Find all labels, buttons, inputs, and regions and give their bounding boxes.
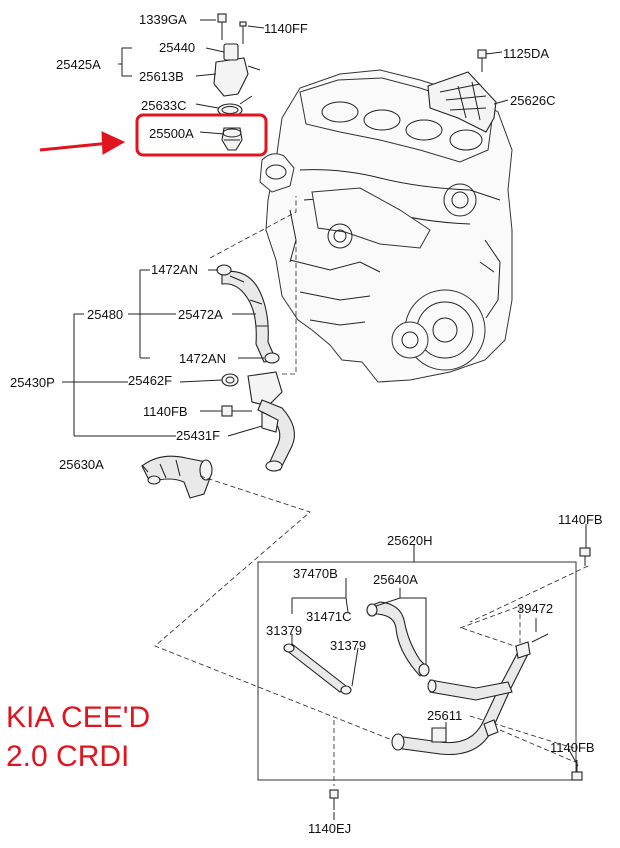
pipe-assembly-box — [257, 561, 577, 781]
part-labels: 1339GA 1140FF 25440 25425A 25613B 1125DA… — [10, 12, 603, 836]
label-25440: 25440 — [159, 40, 195, 55]
label-25425A: 25425A — [56, 57, 101, 72]
highlight-group — [39, 113, 268, 157]
label-1339GA: 1339GA — [139, 12, 187, 27]
label-1140FF: 1140FF — [264, 21, 308, 36]
vehicle-model-caption: KIA CEE'D — [6, 701, 150, 734]
label-1140FB-bottom-right: 1140FB — [550, 740, 595, 755]
connection-lines — [154, 196, 589, 786]
label-25472A: 25472A — [178, 307, 223, 322]
bracket-25626C — [427, 49, 497, 133]
label-25640A: 25640A — [373, 572, 418, 587]
label-25431F: 25431F — [176, 428, 220, 443]
label-31379-right: 31379 — [330, 638, 366, 653]
label-1125DA: 1125DA — [503, 46, 549, 61]
highlight-box-25500A — [135, 113, 268, 157]
red-arrow-head-icon — [101, 131, 126, 155]
label-25430P: 25430P — [10, 375, 55, 390]
vehicle-engine-caption: 2.0 CRDI — [6, 740, 129, 773]
label-25613B: 25613B — [139, 69, 184, 84]
label-25480: 25480 — [87, 307, 123, 322]
label-25630A: 25630A — [59, 457, 104, 472]
hose-25472A — [216, 264, 280, 364]
label-25500A: 25500A — [149, 126, 194, 141]
pipe-25431F — [221, 371, 295, 472]
label-25611: 25611 — [427, 708, 462, 723]
pipe-assembly-25611 — [283, 547, 591, 810]
label-25620H: 25620H — [387, 533, 433, 548]
label-1140FB-left: 1140FB — [143, 404, 188, 419]
leader-lines — [62, 19, 587, 820]
label-1472AN-bottom: 1472AN — [179, 351, 226, 366]
label-39472: 39472 — [517, 601, 553, 616]
engine-block — [259, 69, 513, 383]
label-1140FB-top-right: 1140FB — [558, 512, 603, 527]
label-37470B: 37470B — [293, 566, 338, 581]
label-1472AN-top: 1472AN — [151, 262, 198, 277]
thermostat-housing-group — [213, 13, 261, 151]
label-31471C: 31471C — [306, 609, 352, 624]
label-1140EJ: 1140EJ — [308, 821, 351, 836]
red-arrow-line — [39, 141, 111, 152]
label-25633C: 25633C — [141, 98, 187, 113]
label-25462F: 25462F — [128, 373, 172, 388]
label-25626C: 25626C — [510, 93, 556, 108]
label-31379-left: 31379 — [266, 623, 302, 638]
hose-25630A — [141, 455, 213, 499]
